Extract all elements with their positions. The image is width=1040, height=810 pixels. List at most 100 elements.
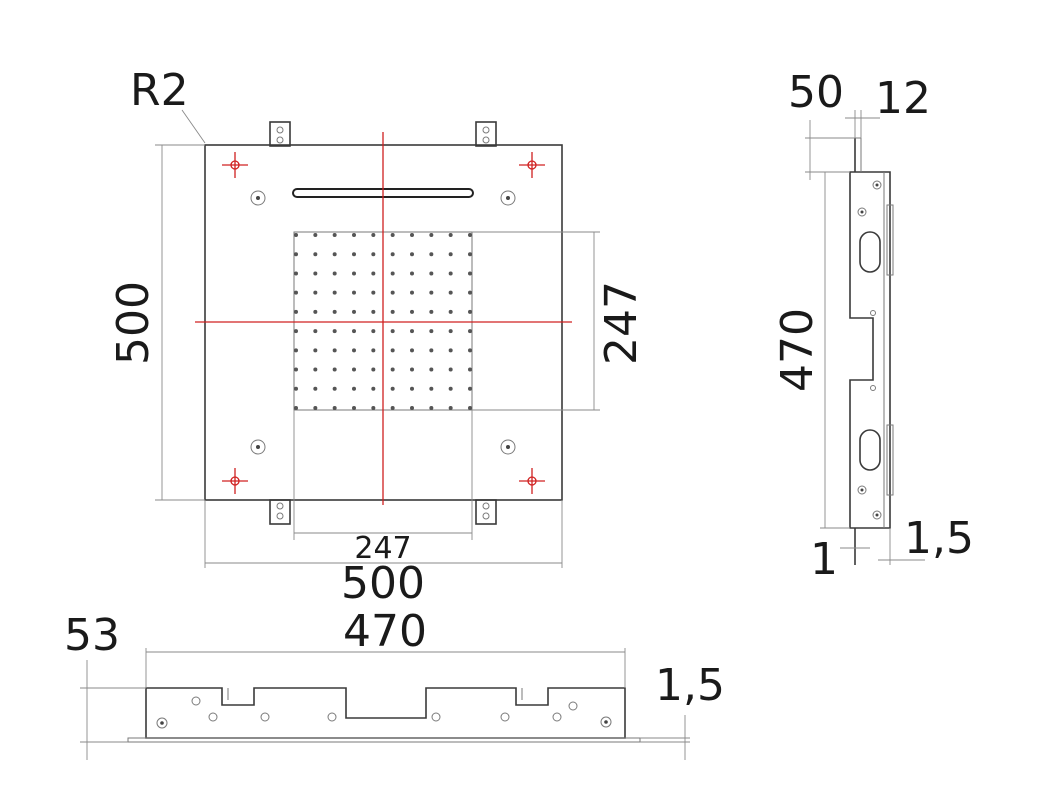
nozzle: [429, 252, 434, 257]
nozzle: [429, 309, 434, 314]
nozzle: [468, 386, 472, 391]
nozzle: [352, 367, 356, 372]
nozzle: [468, 233, 472, 237]
nozzle: [410, 406, 414, 410]
nozzle: [332, 406, 337, 410]
nozzle: [390, 252, 395, 257]
nozzle: [313, 348, 318, 353]
nozzle: [448, 290, 453, 295]
nozzle: [468, 348, 472, 353]
nozzle: [313, 367, 318, 372]
nozzle: [313, 271, 318, 276]
mounting-bracket-top-left: [269, 121, 291, 147]
nozzle: [448, 309, 453, 314]
front-width-label: 470: [343, 606, 427, 657]
nozzle: [332, 290, 337, 295]
nozzle: [352, 252, 356, 257]
top-height-label: 500: [108, 281, 159, 365]
front-plate-label: 1,5: [655, 660, 725, 711]
nozzle: [390, 386, 395, 391]
nozzle: [294, 386, 298, 391]
top-height-dimension: [155, 144, 205, 501]
mounting-bracket-top-right: [475, 121, 497, 147]
nozzle: [448, 367, 453, 372]
nozzle: [294, 271, 298, 276]
nozzle: [294, 233, 298, 237]
side-view-profile: [849, 138, 891, 565]
nozzle: [294, 348, 298, 353]
fixing-marks: [222, 152, 545, 494]
nozzle: [332, 348, 337, 353]
nozzle: [429, 290, 434, 295]
front-height-dimension: [80, 660, 146, 760]
nozzle: [332, 271, 337, 276]
front-plate-dimension: [640, 715, 690, 760]
nozzle: [313, 309, 318, 314]
side-flange-label: 12: [875, 73, 931, 124]
front-width-dimension: [145, 648, 626, 688]
nozzle: [448, 271, 453, 276]
top-view: R2 500 247 247 500: [108, 65, 647, 609]
nozzle: [448, 233, 453, 237]
nozzle: [468, 367, 472, 372]
nozzle: [448, 406, 453, 410]
nozzle: [429, 406, 434, 410]
nozzle: [429, 386, 434, 391]
nozzle-grid: [294, 233, 472, 410]
nozzle: [429, 348, 434, 353]
side-bottom-right-label: 1,5: [904, 513, 974, 564]
top-width-label: 500: [341, 558, 425, 609]
side-bottom-dimension: [840, 528, 925, 565]
front-height-label: 53: [64, 610, 120, 661]
mounting-bracket-bottom-right: [475, 499, 497, 525]
nozzle: [352, 348, 356, 353]
nozzle: [313, 406, 318, 410]
nozzle: [410, 348, 414, 353]
nozzle: [313, 329, 318, 334]
side-view: 50 12 470 1 1,5: [772, 67, 974, 585]
nozzle: [390, 233, 395, 237]
side-bottom-left-label: 1: [810, 534, 838, 585]
nozzle: [371, 367, 376, 372]
nozzle: [410, 271, 414, 276]
nozzle: [352, 271, 356, 276]
nozzle: [410, 290, 414, 295]
nozzle: [352, 329, 356, 334]
side-screw-holes: [857, 180, 882, 520]
front-view: 53 470 1,5: [64, 606, 725, 760]
nozzle: [371, 290, 376, 295]
nozzle: [352, 309, 356, 314]
front-plate: [127, 737, 641, 743]
nozzle: [294, 406, 298, 410]
nozzle: [313, 252, 318, 257]
nozzle: [352, 406, 356, 410]
nozzle: [371, 233, 376, 237]
spray-height-label: 247: [596, 281, 647, 365]
nozzle: [468, 309, 472, 314]
nozzle: [294, 329, 298, 334]
nozzle: [429, 233, 434, 237]
nozzle: [390, 309, 395, 314]
nozzle: [468, 271, 472, 276]
nozzle: [410, 309, 414, 314]
nozzle: [352, 290, 356, 295]
spray-width-dimension: [293, 410, 473, 540]
radius-label: R2: [130, 65, 189, 116]
nozzle: [332, 386, 337, 391]
nozzle: [448, 329, 453, 334]
nozzle: [371, 271, 376, 276]
nozzle: [429, 329, 434, 334]
nozzle: [468, 329, 472, 334]
nozzle: [332, 309, 337, 314]
nozzle: [313, 233, 318, 237]
nozzle: [371, 329, 376, 334]
nozzle: [390, 367, 395, 372]
nozzle: [332, 252, 337, 257]
nozzle: [371, 406, 376, 410]
side-height-dimension: [820, 171, 850, 529]
nozzle: [429, 271, 434, 276]
nozzle: [390, 406, 395, 410]
nozzle: [294, 367, 298, 372]
nozzle: [371, 348, 376, 353]
